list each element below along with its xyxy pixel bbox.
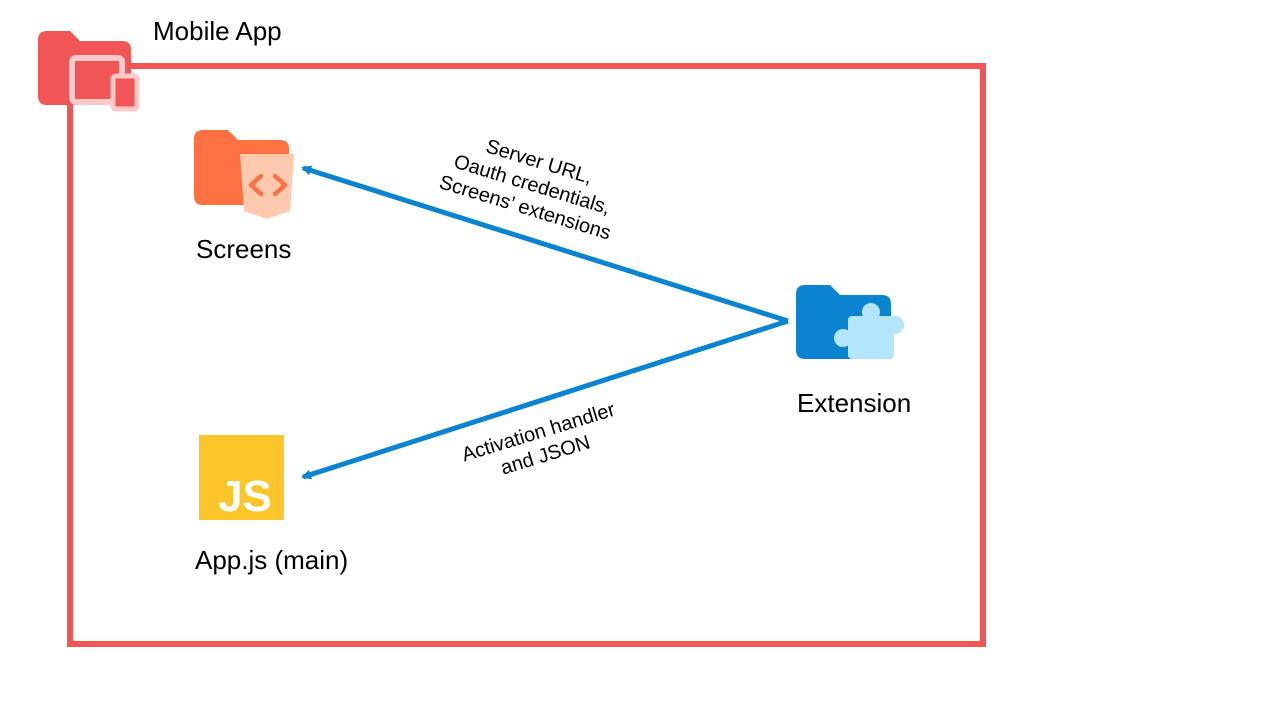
html-folder-icon (194, 130, 294, 219)
extension-label: Extension (797, 388, 912, 418)
puzzle-folder-icon (796, 285, 904, 359)
screens-label: Screens (196, 234, 292, 264)
mobile-app-container (67, 63, 986, 647)
container-title: Mobile App (153, 16, 282, 46)
edge-extension-to-appjs (301, 318, 789, 480)
svg-text:JS: JS (218, 472, 272, 521)
appjs-label: App.js (main) (195, 545, 349, 575)
edge-extension-to-screens (301, 165, 789, 324)
javascript-icon: JS (199, 435, 284, 521)
mobile-folder-icon (38, 31, 140, 112)
